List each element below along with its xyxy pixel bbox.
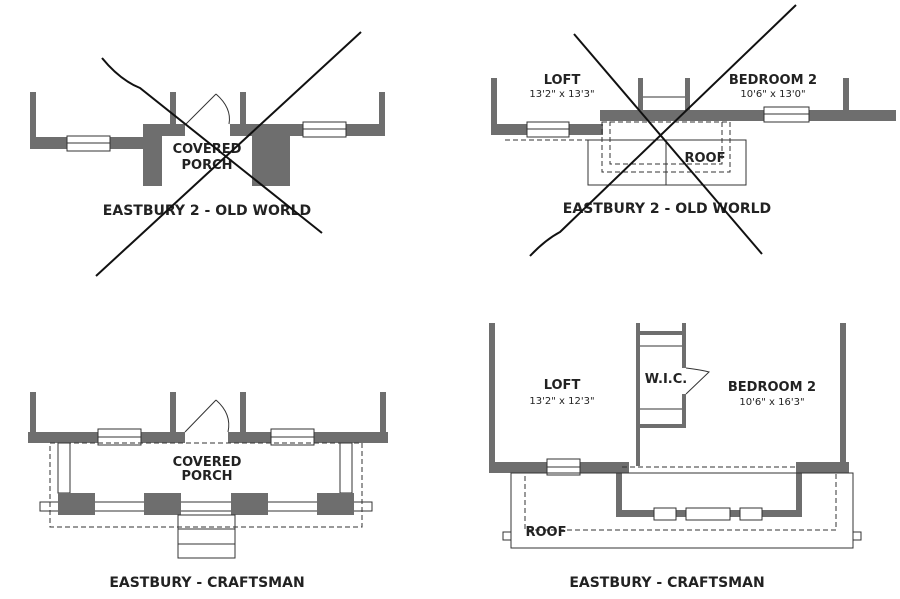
wall [685,78,690,110]
room-label: BEDROOM 2 [728,380,816,395]
room-dimensions: 10'6" x 16'3" [739,397,804,408]
pier [317,493,354,515]
room-label: ROOF [526,525,567,540]
door-arc [215,399,230,433]
room-dimensions: 13'2" x 13'3" [529,89,594,100]
cross-out-line [573,33,763,255]
wall [170,392,176,432]
cross-out-line [101,57,323,234]
wall [170,92,176,124]
plan-old-world-upper: LOFT 13'2" x 13'3" BEDROOM 2 10'6" x 13'… [491,4,896,257]
room-label: PORCH [181,469,232,484]
wall [796,462,849,473]
plan-craftsman-upper: LOFT 13'2" x 12'3" W.I.C. BEDROOM 2 10'6… [489,323,862,591]
plan-caption: EASTBURY - CRAFTSMAN [569,575,764,591]
room-label: PORCH [181,158,232,173]
wall [638,78,643,110]
door-arc [215,93,230,125]
wall [30,392,36,442]
room-label: BEDROOM 2 [729,73,817,88]
room-label: LOFT [544,378,581,393]
rail [39,501,373,512]
wic-door [685,367,710,395]
wall [240,92,246,124]
wall [616,462,622,516]
cross-out-line [95,31,362,277]
column [57,442,71,494]
room-label: W.I.C. [645,372,687,387]
column [339,442,353,494]
room-label: ROOF [685,151,726,166]
room-label: COVERED [173,455,242,470]
wall [379,92,385,132]
window [653,507,677,521]
wall [682,394,686,428]
wall [491,78,497,134]
wall [636,331,686,335]
plan-old-world-porch: COVERED PORCH EASTBURY 2 - OLD WORLD [30,31,385,277]
plan-caption: EASTBURY 2 - OLD WORLD [563,201,771,217]
wall [30,92,36,142]
wall [240,392,246,432]
room-dimensions: 10'6" x 13'0" [740,89,805,100]
room-dimensions: 13'2" x 12'3" [529,396,594,407]
pier [144,493,181,515]
pier [58,493,95,515]
plan-caption: EASTBURY 2 - OLD WORLD [103,203,311,219]
wall [600,110,896,121]
window [685,507,731,521]
steps [177,514,236,559]
wall [840,323,846,468]
room-label: LOFT [544,73,581,88]
wall [843,78,849,118]
door-swing [184,399,217,433]
plan-craftsman-porch: COVERED PORCH EASTBURY - CRAFTSMAN [28,392,388,591]
wall [636,424,686,428]
wall [796,462,802,516]
wall [489,323,495,468]
wall [380,392,386,442]
wall [682,323,686,368]
wall [636,323,640,466]
door-swing [185,93,217,125]
window [739,507,763,521]
plan-caption: EASTBURY - CRAFTSMAN [109,575,304,591]
pier [231,493,268,515]
cross-out-line [529,4,797,257]
room-label: COVERED [173,142,242,157]
